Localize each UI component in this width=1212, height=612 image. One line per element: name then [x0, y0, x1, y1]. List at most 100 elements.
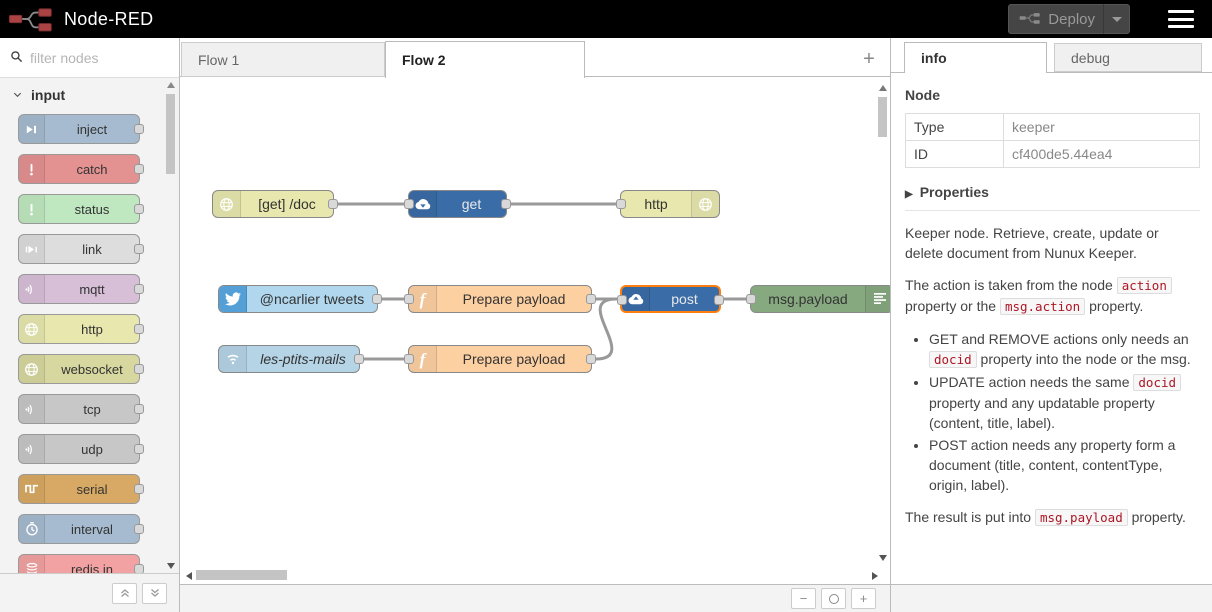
output-port[interactable]	[134, 124, 144, 134]
output-port[interactable]	[134, 324, 144, 334]
palette-node-catch[interactable]: catch	[18, 154, 144, 184]
info-bullet-list: GET and REMOVE actions only needs an doc…	[905, 329, 1200, 495]
expand-all-button[interactable]	[142, 582, 167, 604]
output-port[interactable]	[134, 364, 144, 374]
input-port[interactable]	[616, 199, 626, 209]
palette-node-inject[interactable]: inject	[18, 114, 144, 144]
palette-scrollbar[interactable]	[165, 78, 177, 575]
layers-icon	[19, 555, 45, 575]
output-port[interactable]	[134, 244, 144, 254]
scroll-up-arrow-icon[interactable]	[167, 82, 175, 88]
output-port[interactable]	[501, 199, 511, 209]
output-port[interactable]	[134, 444, 144, 454]
menu-button[interactable]	[1168, 10, 1194, 28]
scroll-left-arrow-icon[interactable]	[186, 572, 192, 580]
scroll-down-arrow-icon[interactable]	[879, 555, 887, 561]
deploy-label: Deploy	[1048, 10, 1095, 28]
palette-node-link[interactable]: link	[18, 234, 144, 264]
tab-info[interactable]: info	[904, 42, 1047, 73]
palette-node-tcp[interactable]: tcp	[18, 394, 144, 424]
output-port[interactable]	[354, 354, 364, 364]
text-span: POST action needs any property form a do…	[929, 437, 1176, 493]
add-flow-button[interactable]: +	[856, 46, 882, 72]
palette-category-input[interactable]: input	[0, 78, 179, 112]
output-port[interactable]	[134, 404, 144, 414]
palette-node-label: inject	[76, 121, 108, 137]
code-span: docid	[1133, 374, 1182, 391]
flow-node-keeper-post[interactable]: post	[617, 285, 724, 313]
input-port[interactable]	[617, 295, 627, 305]
output-port[interactable]	[328, 199, 338, 209]
flow-node-keeper-get[interactable]: get	[404, 190, 511, 218]
zoom-reset-button[interactable]	[821, 588, 846, 609]
scroll-down-arrow-icon[interactable]	[167, 563, 175, 569]
input-port[interactable]	[746, 294, 756, 304]
palette-footer	[0, 573, 179, 612]
zoom-in-button[interactable]: +	[851, 588, 876, 609]
input-port[interactable]	[404, 294, 414, 304]
tab-label: Flow 1	[198, 51, 240, 68]
palette-node-serial[interactable]: serial	[18, 474, 144, 504]
deploy-button[interactable]: Deploy	[1008, 4, 1130, 34]
input-port[interactable]	[404, 199, 414, 209]
palette-node-interval[interactable]: interval	[18, 514, 144, 544]
canvas-horizontal-scrollbar[interactable]	[180, 568, 890, 584]
output-port[interactable]	[134, 204, 144, 214]
palette-node-udp[interactable]: udp	[18, 434, 144, 464]
code-span: msg.action	[999, 298, 1086, 315]
scroll-right-arrow-icon[interactable]	[872, 572, 878, 580]
tab-debug[interactable]: debug	[1054, 43, 1202, 72]
text-span: UPDATE action needs the same	[929, 374, 1134, 390]
properties-toggle[interactable]: ▶Properties	[905, 184, 1200, 200]
output-port[interactable]	[134, 484, 144, 494]
workspace: Flow 1 Flow 2 + [get] /doc get http @ncarli…	[180, 38, 890, 612]
output-port[interactable]	[134, 524, 144, 534]
node-info-value: cf400de5.44ea4	[1003, 140, 1200, 168]
flow-node-label: les-ptits-mails	[260, 351, 346, 367]
canvas-vertical-scrollbar[interactable]	[876, 77, 890, 568]
wire-prepare-payload-2-to-keeper-post[interactable]	[594, 297, 618, 361]
flow-node-twitter-in[interactable]: @ncarlier tweets	[218, 285, 382, 313]
tab-flow-1[interactable]: Flow 1	[181, 42, 385, 77]
flow-node-http-response[interactable]: http	[616, 190, 720, 218]
text-span: Keeper node. Retrieve, create, update or…	[905, 225, 1159, 261]
output-port[interactable]	[134, 284, 144, 294]
output-port[interactable]	[134, 164, 144, 174]
info-bullet-item: UPDATE action needs the same docid prope…	[929, 372, 1200, 433]
info-bullet-item: POST action needs any property form a do…	[929, 435, 1200, 495]
node-palette: input inject catch status link mqtt http webso…	[0, 38, 180, 612]
minus-icon: −	[799, 591, 808, 606]
output-port[interactable]	[714, 295, 724, 305]
flow-node-feed-in[interactable]: les-ptits-mails	[218, 345, 364, 373]
zoom-out-button[interactable]: −	[791, 588, 816, 609]
collapse-all-button[interactable]	[112, 582, 137, 604]
palette-node-http[interactable]: http	[18, 314, 144, 344]
palette-node-label: udp	[81, 441, 103, 457]
input-port[interactable]	[404, 354, 414, 364]
flow-node-label: Prepare payload	[462, 291, 566, 307]
tab-flow-2[interactable]: Flow 2	[385, 41, 585, 78]
flow-node-http-in-doc[interactable]: [get] /doc	[212, 190, 338, 218]
output-port[interactable]	[586, 354, 596, 364]
palette-node-label: serial	[76, 481, 108, 497]
search-icon	[10, 50, 23, 66]
palette-node-redis-in[interactable]: redis in	[18, 554, 144, 575]
output-port[interactable]	[372, 294, 382, 304]
palette-scrollbar-thumb[interactable]	[166, 94, 175, 174]
output-port[interactable]	[586, 294, 596, 304]
palette-node-websocket[interactable]: websocket	[18, 354, 144, 384]
palette-node-mqtt[interactable]: mqtt	[18, 274, 144, 304]
header-actions: Deploy	[1008, 0, 1212, 38]
scroll-up-arrow-icon[interactable]	[879, 85, 887, 91]
palette-node-status[interactable]: status	[18, 194, 144, 224]
horizontal-scrollbar-thumb[interactable]	[196, 570, 287, 580]
vertical-scrollbar-thumb[interactable]	[878, 97, 887, 137]
node-description: Keeper node. Retrieve, create, update or…	[905, 223, 1200, 528]
flow-node-debug-payload[interactable]: msg.payload	[746, 285, 890, 313]
filter-nodes-input[interactable]	[30, 49, 160, 66]
deploy-options-button[interactable]	[1103, 4, 1129, 34]
